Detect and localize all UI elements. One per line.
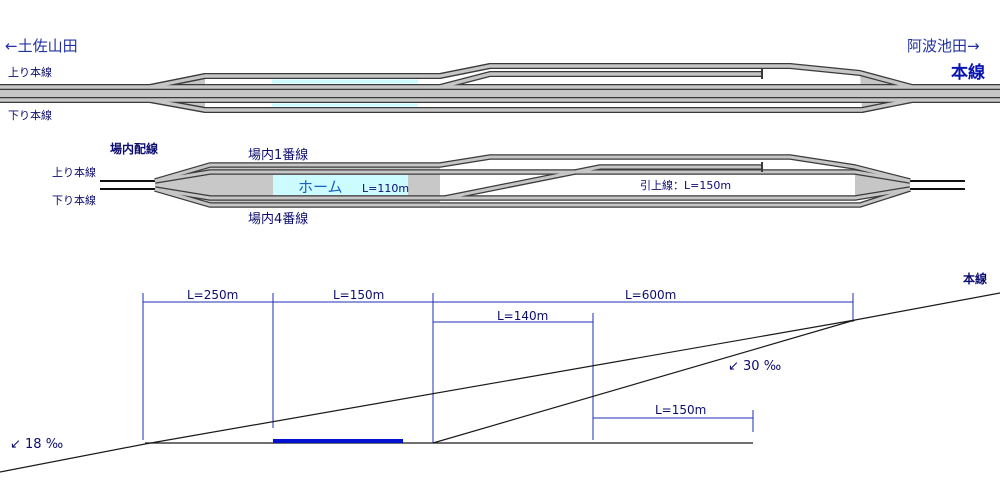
main-line-label: 本線 xyxy=(951,62,985,83)
main-band-fill xyxy=(0,87,1000,100)
platform-area xyxy=(273,175,408,195)
length-label-d: L=140m xyxy=(497,309,548,323)
length-label-e: L=150m xyxy=(655,403,706,417)
yard-up-main-label: 上り本線 xyxy=(52,165,96,179)
platform-length-label: L=110m xyxy=(362,182,409,195)
mainline-overview: ←土佐山田 阿波池田→ 上り本線 下り本線 本線 xyxy=(0,37,1000,122)
yard-track-3 xyxy=(154,187,911,200)
lower-loop-track xyxy=(149,98,913,112)
yard-track-2 xyxy=(154,170,911,183)
length-label-c: L=600m xyxy=(625,288,676,302)
upper-loop-track xyxy=(149,64,913,89)
profile-main-line-label: 本線 xyxy=(963,271,987,286)
gradient-profile: 本線 L=250m L=150m L=600m L=140m L=150m ↙ … xyxy=(0,271,1000,473)
profile-left-grade-line xyxy=(0,443,146,473)
up-main-label: 上り本線 xyxy=(8,65,52,79)
track-1-label: 場内1番線 xyxy=(248,147,308,163)
yard-down-main-label: 下り本線 xyxy=(52,193,96,207)
track-4-label: 場内4番線 xyxy=(248,211,308,227)
siding-track xyxy=(439,72,762,89)
left-gradient-label: ↙ 18 ‰ xyxy=(10,437,63,452)
left-destination-label: ←土佐山田 xyxy=(5,37,78,55)
platform-label: ホーム xyxy=(298,178,343,196)
profile-steep-grade-line xyxy=(432,319,856,444)
yard-title: 場内配線 xyxy=(110,141,158,156)
profile-platform-bar xyxy=(273,439,403,443)
length-label-b: L=150m xyxy=(333,288,384,302)
platform-strip-lower xyxy=(272,103,418,107)
yard-track-4 xyxy=(154,187,911,207)
platform-strip-upper xyxy=(272,79,418,84)
right-gradient-label: ↙ 30 ‰ xyxy=(728,359,781,374)
length-label-a: L=250m xyxy=(187,288,238,302)
yard-track-1 xyxy=(154,155,911,183)
yard-right-junction-fill xyxy=(855,172,910,198)
yard-siding xyxy=(444,165,762,200)
right-destination-label: 阿波池田→ xyxy=(907,37,980,55)
yard-layout: 場内配線 場内1番線 場内4番線 上り本線 下り本線 ホーム L=110m 引上… xyxy=(52,141,965,227)
down-main-label: 下り本線 xyxy=(8,108,52,122)
siding-label: 引上線：L=150m xyxy=(640,178,731,192)
